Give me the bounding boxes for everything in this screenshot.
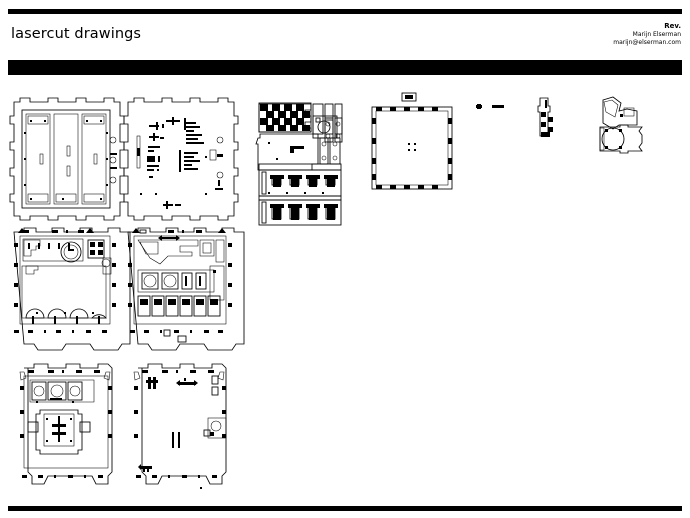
header-top-rule xyxy=(8,9,682,14)
sheet-fan-mount-parts xyxy=(599,96,643,154)
sheet-side-panel-left xyxy=(13,227,131,351)
sheet-front-panel-right xyxy=(123,97,239,221)
sheet-square-plate xyxy=(371,92,453,190)
comb-teeth-row xyxy=(258,102,312,133)
sheet-bottom-panel-left xyxy=(19,363,113,485)
sheet-tiny-parts xyxy=(476,104,504,109)
footer-rule xyxy=(8,506,682,511)
sheet-bottom-panel-right xyxy=(133,363,227,489)
author-contact: marijn@elserman.com xyxy=(613,39,681,47)
bracket-strip-bottom xyxy=(258,199,342,226)
sheet-side-panel-right xyxy=(127,227,245,351)
bracket-strip-mid xyxy=(258,169,342,197)
header-thick-rule xyxy=(8,60,682,75)
revision-label: Rev. xyxy=(664,22,681,30)
sheet-front-panel-left xyxy=(9,97,125,221)
sheet-small-parts-nest xyxy=(255,102,343,226)
author-name: Marijn Elserman xyxy=(632,31,681,39)
title-block: Rev. Marijn Elserman marijn@elserman.com xyxy=(613,22,681,47)
drawing-canvas xyxy=(0,80,690,500)
page-title: lasercut drawings xyxy=(11,26,142,42)
lasercut-drawing-svg xyxy=(9,92,643,489)
connector-row xyxy=(137,295,221,317)
sheet-bracket-strip xyxy=(537,97,553,137)
